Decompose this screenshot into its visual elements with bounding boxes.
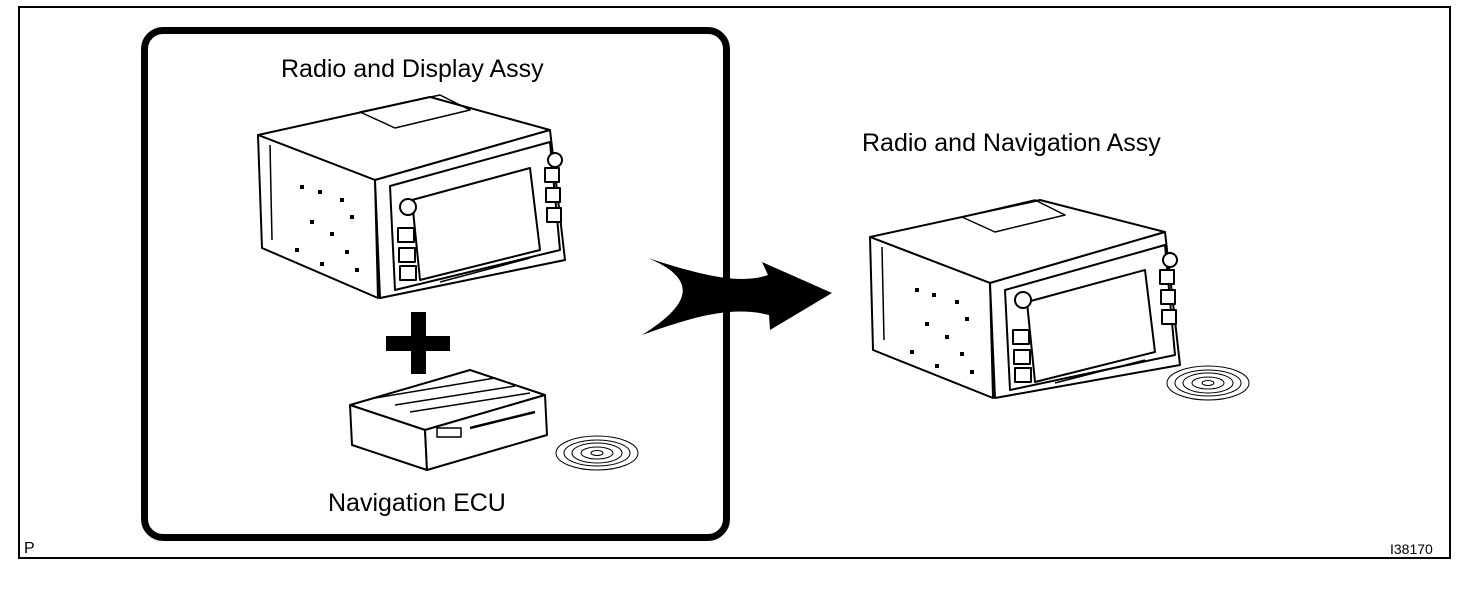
corner-letter: P	[24, 540, 35, 557]
radio-navigation-unit-icon	[869, 199, 1181, 399]
navigation-ecu-icon	[349, 369, 548, 471]
arrow-right-icon	[642, 258, 832, 335]
navigation-ecu-label: Navigation ECU	[328, 489, 506, 517]
radio-display-label: Radio and Display Assy	[281, 55, 544, 83]
disc-icon	[555, 435, 639, 471]
radio-display-unit-icon	[257, 94, 566, 299]
plus-icon	[386, 312, 450, 374]
radio-navigation-label: Radio and Navigation Assy	[862, 129, 1161, 157]
figure-id: I38170	[1390, 541, 1433, 557]
disc-icon	[1166, 365, 1250, 401]
figure-frame	[18, 6, 1451, 559]
